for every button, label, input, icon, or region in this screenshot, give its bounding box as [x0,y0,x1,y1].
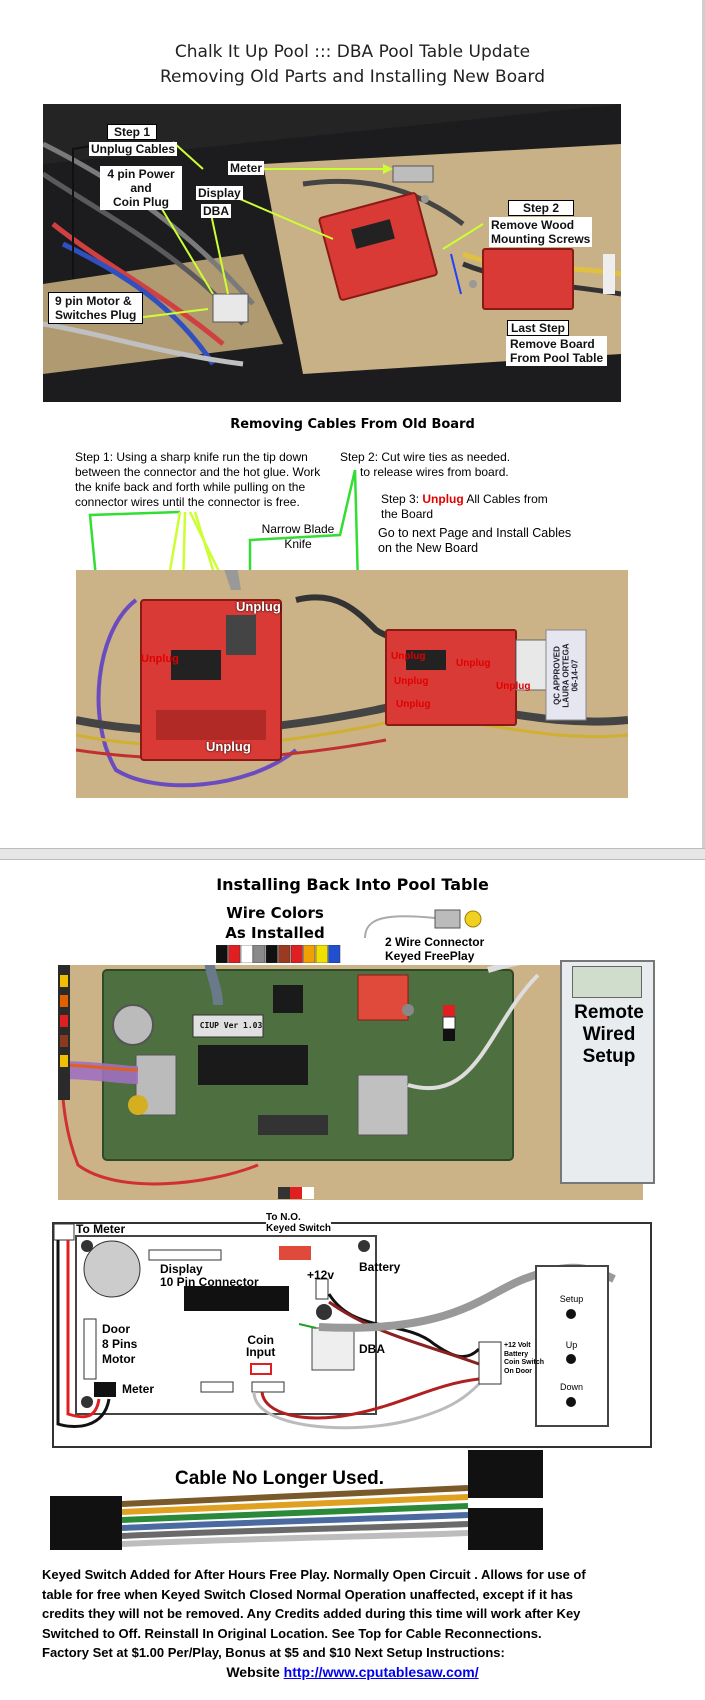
remote-label: Remote Wired Setup [574,1002,644,1067]
instruction-goto-next-page: Go to next Page and Install Cables on th… [378,526,572,555]
cable-wire [121,1503,469,1523]
diagram-dba: DBA [359,1342,385,1356]
cable-wire [121,1521,469,1539]
cable-wire [121,1485,469,1507]
qc-sticker: QC APPROVED LAURA ORTEGA 06-14-07 [552,643,580,708]
diagram-up-button: Up [565,1340,578,1350]
label-step2: Step 2 [508,200,575,216]
wiring-diagram: To Meter To N.O. Keyed Switch Display 10… [52,1212,652,1448]
label-meter: Meter [228,161,265,175]
label-remove-wood-screws: Remove Wood Mounting Screws [489,217,593,247]
wire-colors-label: Wire Colors As Installed [225,904,325,942]
cable-wire [121,1494,469,1515]
photo-new-board: CIUP Ver 1.03 [58,965,643,1200]
page-title-line2: Removing Old Parts and Installing New Bo… [159,67,546,87]
diagram-door-motor: Door 8 Pins Motor [102,1322,138,1366]
cable-wire [121,1530,469,1547]
cable-no-longer-used-title: Cable No Longer Used. [175,1468,385,1489]
wire-color-swatch [215,944,228,964]
label-step1: Step 1 [107,124,158,140]
label-last-step: Last Step [507,320,570,336]
label-dba: DBA [201,204,231,218]
label-unplug-left: Unplug [141,653,179,665]
wire-color-swatch [303,944,316,964]
wire-color-swatch [228,944,241,964]
photo-old-board-overview: Step 1 Unplug Cables 4 pin Power and Coi… [43,104,621,402]
page-separator [0,848,705,860]
diagram-to-meter: To Meter [76,1222,126,1236]
wire-color-swatch [328,944,341,964]
label-remove-board: Remove Board From Pool Table [506,336,608,366]
photo-old-board-unplug-drawing [76,570,628,798]
page-border [702,0,705,848]
label-unplug-r3: Unplug [394,676,429,687]
diagram-meter: Meter [122,1382,155,1396]
diagram-to-no-keyed-switch: To N.O. Keyed Switch [266,1212,332,1234]
diagram-plus12v: +12v [307,1268,335,1282]
diagram-12v-battery-coin-switch: +12 Volt Battery Coin Switch On Door [504,1342,545,1375]
label-unplug-top: Unplug [236,599,281,614]
wire-color-swatch [290,944,303,964]
cable-wire [121,1512,469,1531]
wiring-diagram-drawing [53,1223,616,1430]
label-display: Display [196,186,243,200]
freeplay-connector-drawing [364,909,482,939]
wire-color-swatch [240,944,253,964]
photo-new-board-drawing [58,965,643,1200]
page2-title: Installing Back Into Pool Table [216,875,489,894]
label-unplug-r2: Unplug [456,658,491,669]
label-unplug-r4: Unplug [496,681,531,692]
diagram-display-connector: Display 10 Pin Connector [160,1262,259,1289]
instruction-step1: Step 1: Using a sharp knife run the tip … [75,450,321,509]
website-link[interactable]: http://www.cputablesaw.com/ [283,1664,479,1680]
page-title-line1: Chalk It Up Pool ::: DBA Pool Table Upda… [174,42,531,62]
label-narrow-blade-knife: Narrow Blade Knife [261,522,335,551]
chip-label: CIUP Ver 1.03 [199,1021,263,1030]
instruction-step3: Step 3: Unplug All Cables from the Board [381,492,548,521]
wire-color-swatch [278,944,291,964]
diagram-setup-button: Setup [559,1294,584,1304]
instruction-step2: Step 2: Cut wire ties as needed. to rele… [340,450,511,479]
unused-cable-drawing [50,1450,543,1550]
wire-color-swatch [265,944,278,964]
diagram-battery: Battery [359,1260,401,1274]
section-caption-removing-cables: Removing Cables From Old Board [230,417,475,432]
wire-color-swatches [215,944,341,964]
wire-color-strip [215,944,341,964]
remote-wired-setup-device: Remote Wired Setup [560,960,655,1184]
footer-notes: Keyed Switch Added for After Hours Free … [42,1567,586,1660]
photo-old-board-unplug: QC APPROVED LAURA ORTEGA 06-14-07 Unplug… [76,570,628,798]
wire-connector-label: 2 Wire Connector Keyed FreePlay [385,935,485,963]
label-power-coin: 4 pin Power and Coin Plug [100,166,182,210]
wire-color-swatch [253,944,266,964]
label-unplug-r1: Unplug [391,651,426,662]
remote-display-window [572,966,642,998]
label-unplug-cables: Unplug Cables [89,142,178,156]
label-motor-switches-plug: 9 pin Motor & Switches Plug [48,292,144,324]
label-unplug-bottom: Unplug [206,739,251,754]
footer-website: Website http://www.cputablesaw.com/ [226,1664,479,1680]
wire-color-swatch [315,944,328,964]
diagram-down-button: Down [559,1382,583,1392]
label-unplug-r5: Unplug [396,699,431,710]
diagram-coin-input: Coin Input [246,1333,276,1359]
